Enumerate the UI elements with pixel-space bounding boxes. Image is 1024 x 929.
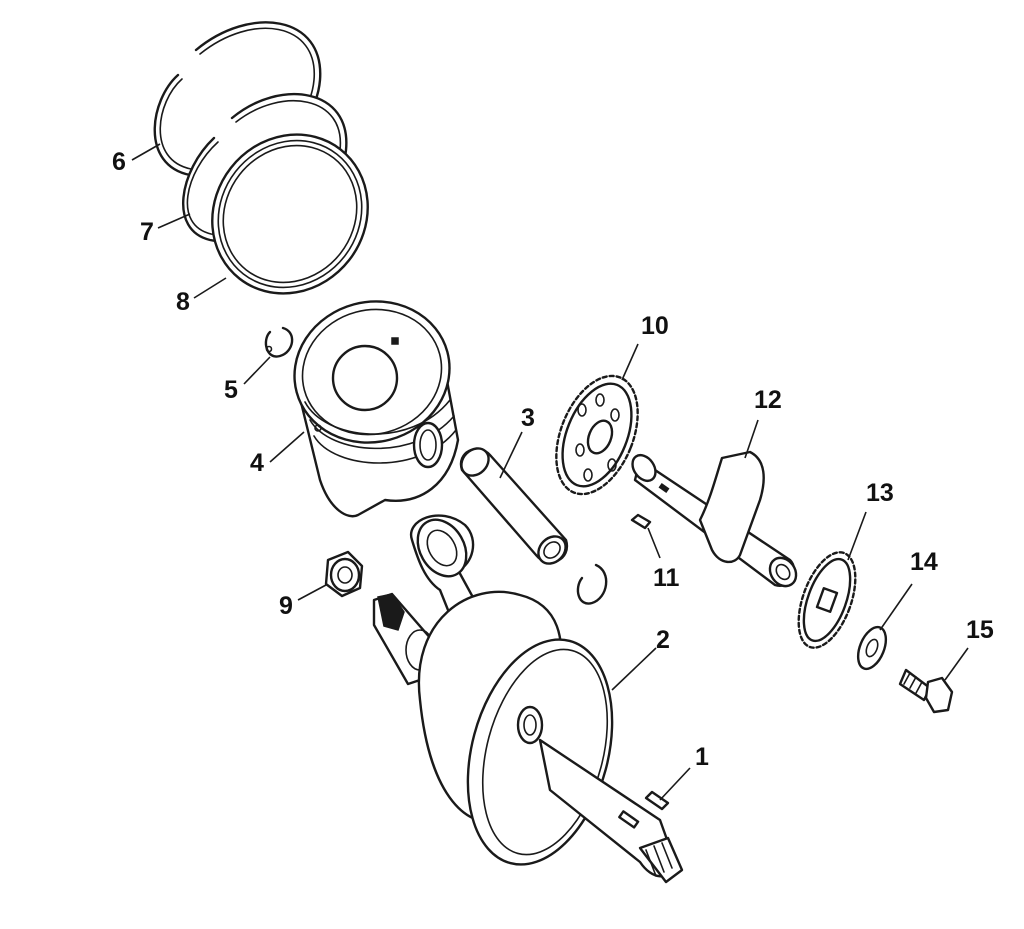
callout-4: 4 — [250, 449, 264, 477]
piston-pin-circlip-right[interactable] — [576, 563, 608, 605]
callout-10: 10 — [641, 312, 669, 340]
callout-3: 3 — [521, 404, 535, 432]
callout-2: 2 — [656, 626, 670, 654]
sprocket[interactable] — [787, 545, 866, 655]
callout-13: 13 — [866, 479, 894, 507]
callout-1: 1 — [695, 743, 709, 771]
woodruff-key[interactable] — [630, 513, 652, 530]
callout-7: 7 — [140, 218, 154, 246]
leader-lines — [131, 143, 969, 801]
hex-nut[interactable] — [324, 550, 364, 598]
shaft-key[interactable] — [644, 790, 670, 811]
crankshaft-assembly[interactable] — [372, 511, 684, 884]
piston-ring-oil[interactable] — [180, 103, 399, 325]
callout-labels: 1 2 3 4 5 6 7 8 9 10 11 12 13 14 15 — [112, 148, 994, 771]
balancer-shaft[interactable] — [628, 450, 802, 591]
piston-pin[interactable] — [456, 443, 571, 569]
callout-8: 8 — [176, 288, 190, 316]
hex-bolt[interactable] — [898, 668, 954, 714]
callout-12: 12 — [754, 386, 782, 414]
callout-5: 5 — [224, 376, 238, 404]
callout-6: 6 — [112, 148, 126, 176]
callout-15: 15 — [966, 616, 994, 644]
callout-11: 11 — [653, 564, 680, 592]
callout-9: 9 — [279, 592, 293, 620]
washer[interactable] — [853, 623, 892, 673]
piston[interactable] — [279, 284, 466, 518]
piston-pin-circlip-left[interactable] — [264, 326, 294, 358]
drive-gear[interactable] — [540, 364, 653, 506]
callout-14: 14 — [910, 548, 938, 576]
